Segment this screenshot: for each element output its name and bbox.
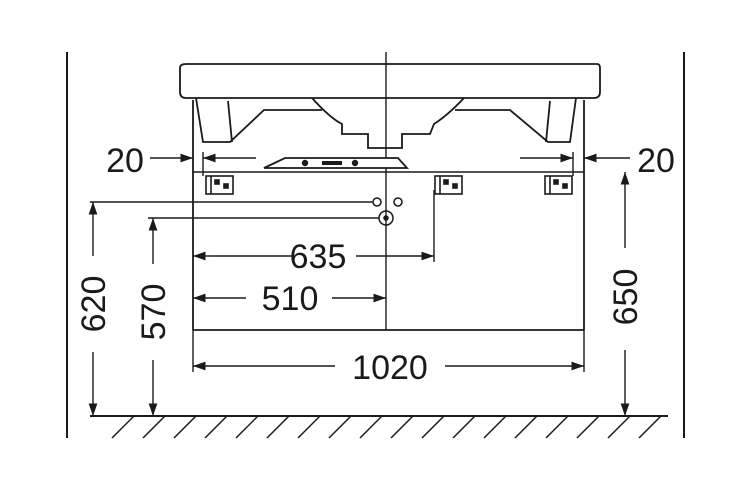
cabinet (192, 100, 585, 331)
dim-570-label: 570 (135, 284, 173, 341)
dim-650-label: 650 (607, 269, 645, 326)
dim-20-right (520, 152, 630, 176)
wash-basin (179, 63, 601, 149)
dim-570 (148, 217, 379, 416)
dim-20-right-label: 20 (637, 142, 675, 180)
dim-510-label: 510 (262, 280, 319, 318)
mounting-brackets (205, 175, 573, 195)
dim-635-label: 635 (290, 238, 347, 276)
dim-1020 (192, 330, 585, 372)
dim-635 (193, 190, 435, 262)
pipe-connections (372, 197, 403, 226)
dim-20-left (150, 152, 256, 176)
dim-1020-label: 1020 (352, 349, 428, 387)
drawer-handle (263, 157, 410, 169)
floor (90, 415, 668, 439)
dim-620 (88, 201, 373, 416)
dim-620-label: 620 (75, 276, 113, 333)
dim-20-left-label: 20 (106, 142, 144, 180)
